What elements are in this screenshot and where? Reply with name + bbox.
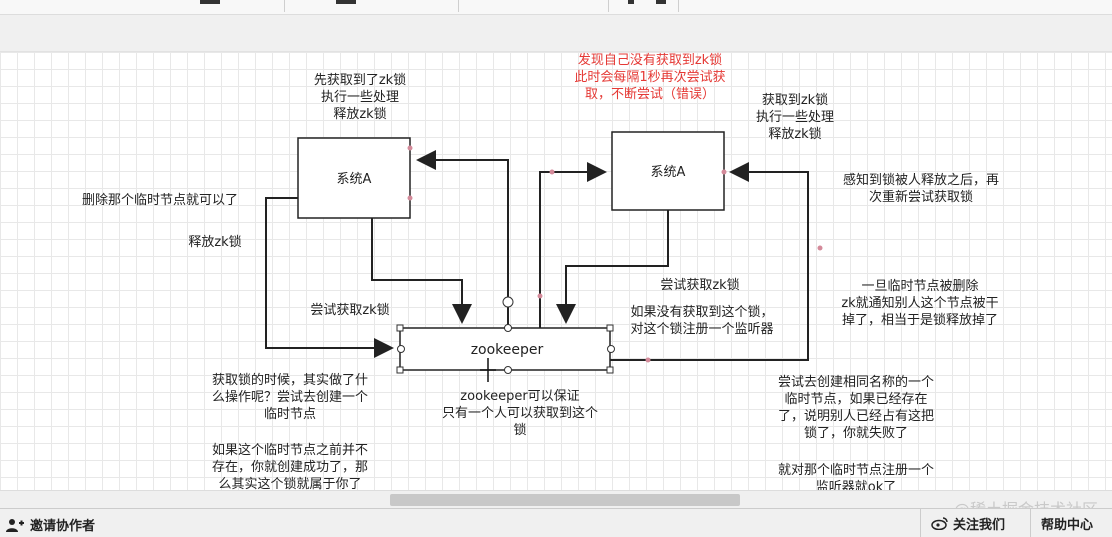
format-strip — [0, 15, 1112, 52]
scrollbar-thumb[interactable] — [390, 494, 740, 506]
label-register-listener: 如果没有获取到这个锁， 对这个锁注册一个监听器 — [630, 305, 774, 337]
toolbar-icon[interactable] — [200, 0, 220, 4]
weibo-icon — [931, 517, 948, 530]
arrow-release — [265, 197, 394, 358]
arrow-left-try — [371, 218, 472, 324]
horizontal-scrollbar[interactable] — [0, 490, 1112, 509]
add-user-icon — [6, 518, 24, 532]
selection-handles[interactable] — [396, 296, 615, 374]
label-retry-wrong: 发现自己没有获取到zk锁 此时会每隔1秒再次尝试获 取，不断尝试（错误） — [574, 53, 726, 102]
toolbar-divider — [678, 0, 679, 12]
toolbar-divider — [284, 0, 285, 12]
toolbar-icon[interactable] — [628, 0, 634, 4]
invite-label: 邀请协作者 — [30, 519, 96, 534]
label-zookeeper-guarantee: zookeeper可以保证 只有一个人可以获取到这个 锁 — [441, 389, 598, 438]
toolbar-icon[interactable] — [336, 0, 356, 4]
label-node-not-exist: 如果这个临时节点之前并不 存在，你就创建成功了，那 么其实这个锁就属于你了 — [211, 443, 368, 492]
toolbar-divider — [608, 0, 609, 12]
label-notice-released: 感知到锁被人释放之后，再 次重新尝试获取锁 — [842, 173, 999, 205]
move-cursor-icon — [480, 358, 496, 382]
label-second-acquired: 获取到zk锁 执行一些处理 释放zk锁 — [755, 93, 834, 142]
connection-points — [407, 145, 823, 363]
arrow-to-left-box — [416, 150, 509, 328]
label-try-right: 尝试获取zk锁 — [660, 278, 740, 293]
system-a-left-box[interactable] — [297, 137, 411, 219]
diagram-canvas[interactable]: 系统A 系统A zookeeper 先获取到了zk锁 执行一些处理 释放zk锁 … — [0, 52, 1112, 508]
follow-us-button[interactable]: 关注我们 — [920, 509, 1015, 537]
label-first-acquired: 先获取到了zk锁 执行一些处理 释放zk锁 — [313, 73, 407, 122]
help-center-label: 帮助中心 — [1041, 517, 1094, 533]
label-create-node: 获取锁的时候，其实做了什 么操作呢？尝试去创建一个 临时节点 — [211, 373, 368, 422]
toolbar-divider — [458, 0, 459, 12]
follow-us-label: 关注我们 — [953, 517, 1006, 533]
footer-bar: 邀请协作者 关注我们 帮助中心 — [0, 508, 1112, 537]
zookeeper-box[interactable] — [399, 327, 611, 371]
toolbar — [0, 0, 1112, 15]
label-release-lock: 释放zk锁 — [188, 235, 242, 250]
label-delete-node: 删除那个临时节点就可以了 — [81, 193, 238, 208]
toolbar-icon[interactable] — [656, 0, 666, 4]
diagram-svg — [265, 131, 823, 382]
arrow-notify — [610, 162, 809, 361]
label-try-left: 尝试获取zk锁 — [310, 303, 390, 318]
system-a-right-box[interactable] — [611, 131, 725, 211]
label-node-deleted: 一旦临时节点被删除 zk就通知别人这个节点被干 掉了，相当于是锁释放掉了 — [841, 279, 999, 328]
invite-collaborators-button[interactable]: 邀请协作者 — [6, 515, 95, 534]
label-create-same-node: 尝试去创建相同名称的一个 临时节点，如果已经存在 了，说明别人已经占有这把 锁了… — [777, 375, 934, 441]
help-center-button[interactable]: 帮助中心 — [1030, 509, 1103, 537]
arrow-to-right-box — [539, 162, 607, 328]
arrow-right-try — [556, 210, 669, 324]
